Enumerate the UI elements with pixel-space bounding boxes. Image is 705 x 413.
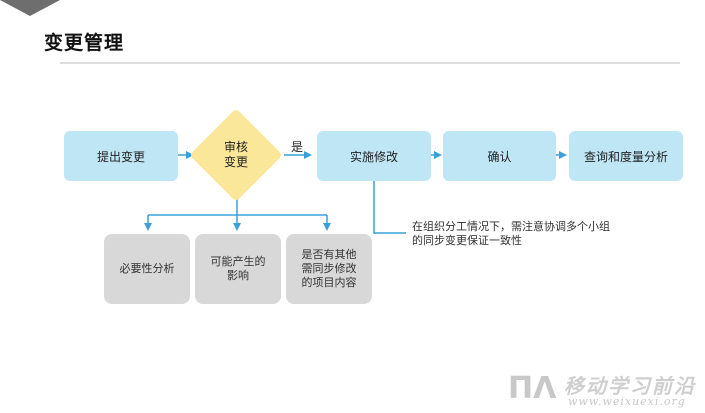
submit-change-box: 提出变更 [64, 131, 178, 181]
corner-tab [0, 0, 60, 16]
possible-impact-box: 可能产生的 影响 [195, 234, 281, 304]
necessity-analysis-box: 必要性分析 [104, 234, 190, 304]
note-leader-line [373, 181, 406, 234]
watermark: ΠΛ 移动学习前沿 www.weixuexi.org [508, 370, 703, 410]
confirm-box: 确认 [443, 131, 556, 181]
review-decision-label: 审核 变更 [223, 140, 248, 169]
sync-items-box: 是否有其他 需同步修改 的项目内容 [286, 234, 372, 304]
watermark-url: www.weixuexi.org [568, 395, 686, 408]
yes-label: 是 [291, 140, 304, 154]
coordination-note: 在组织分工情况下，需注意协调多个小组的同步变更保证一致性 [412, 220, 610, 247]
watermark-logo-icon: ΠΛ [508, 371, 557, 406]
watermark-brand: 移动学习前沿 [564, 374, 696, 398]
query-analysis-box: 查询和度量分析 [569, 131, 683, 181]
implement-box: 实施修改 [317, 131, 431, 181]
title-divider [60, 62, 680, 64]
page-title: 变更管理 [44, 32, 125, 54]
